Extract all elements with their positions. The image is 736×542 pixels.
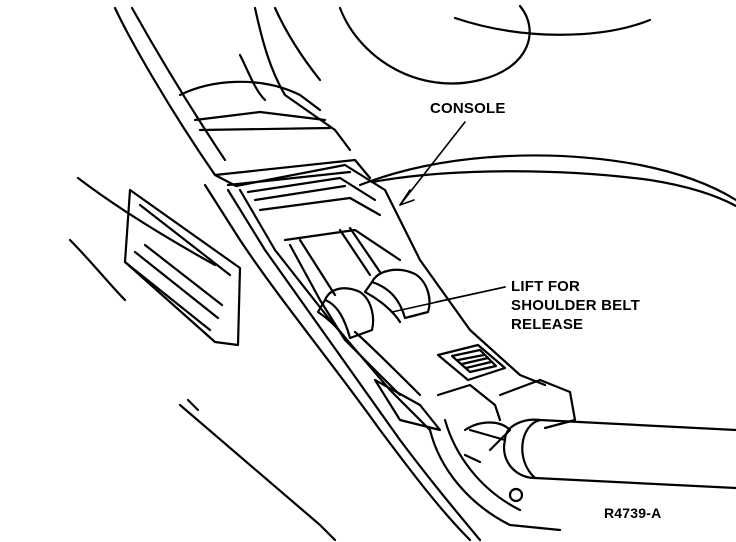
- leader-lines: [391, 121, 506, 313]
- upper-console-bin: [113, 6, 372, 188]
- dashboard-outline: [338, 4, 736, 208]
- lift-label-line-2: SHOULDER BELT: [511, 297, 640, 314]
- buckle-handle: [463, 418, 736, 490]
- figure-id: R4739-A: [604, 505, 662, 521]
- belt-release-tabs: [316, 268, 431, 397]
- lift-label-line-1: LIFT FOR: [511, 278, 581, 295]
- console-body: [203, 163, 547, 542]
- console-label: CONSOLE: [430, 100, 506, 117]
- door-pocket: [68, 176, 242, 347]
- lift-label-line-3: RELEASE: [511, 316, 584, 333]
- lower-console: [373, 378, 577, 532]
- floor-line: [178, 398, 337, 542]
- console-switch: [436, 343, 507, 382]
